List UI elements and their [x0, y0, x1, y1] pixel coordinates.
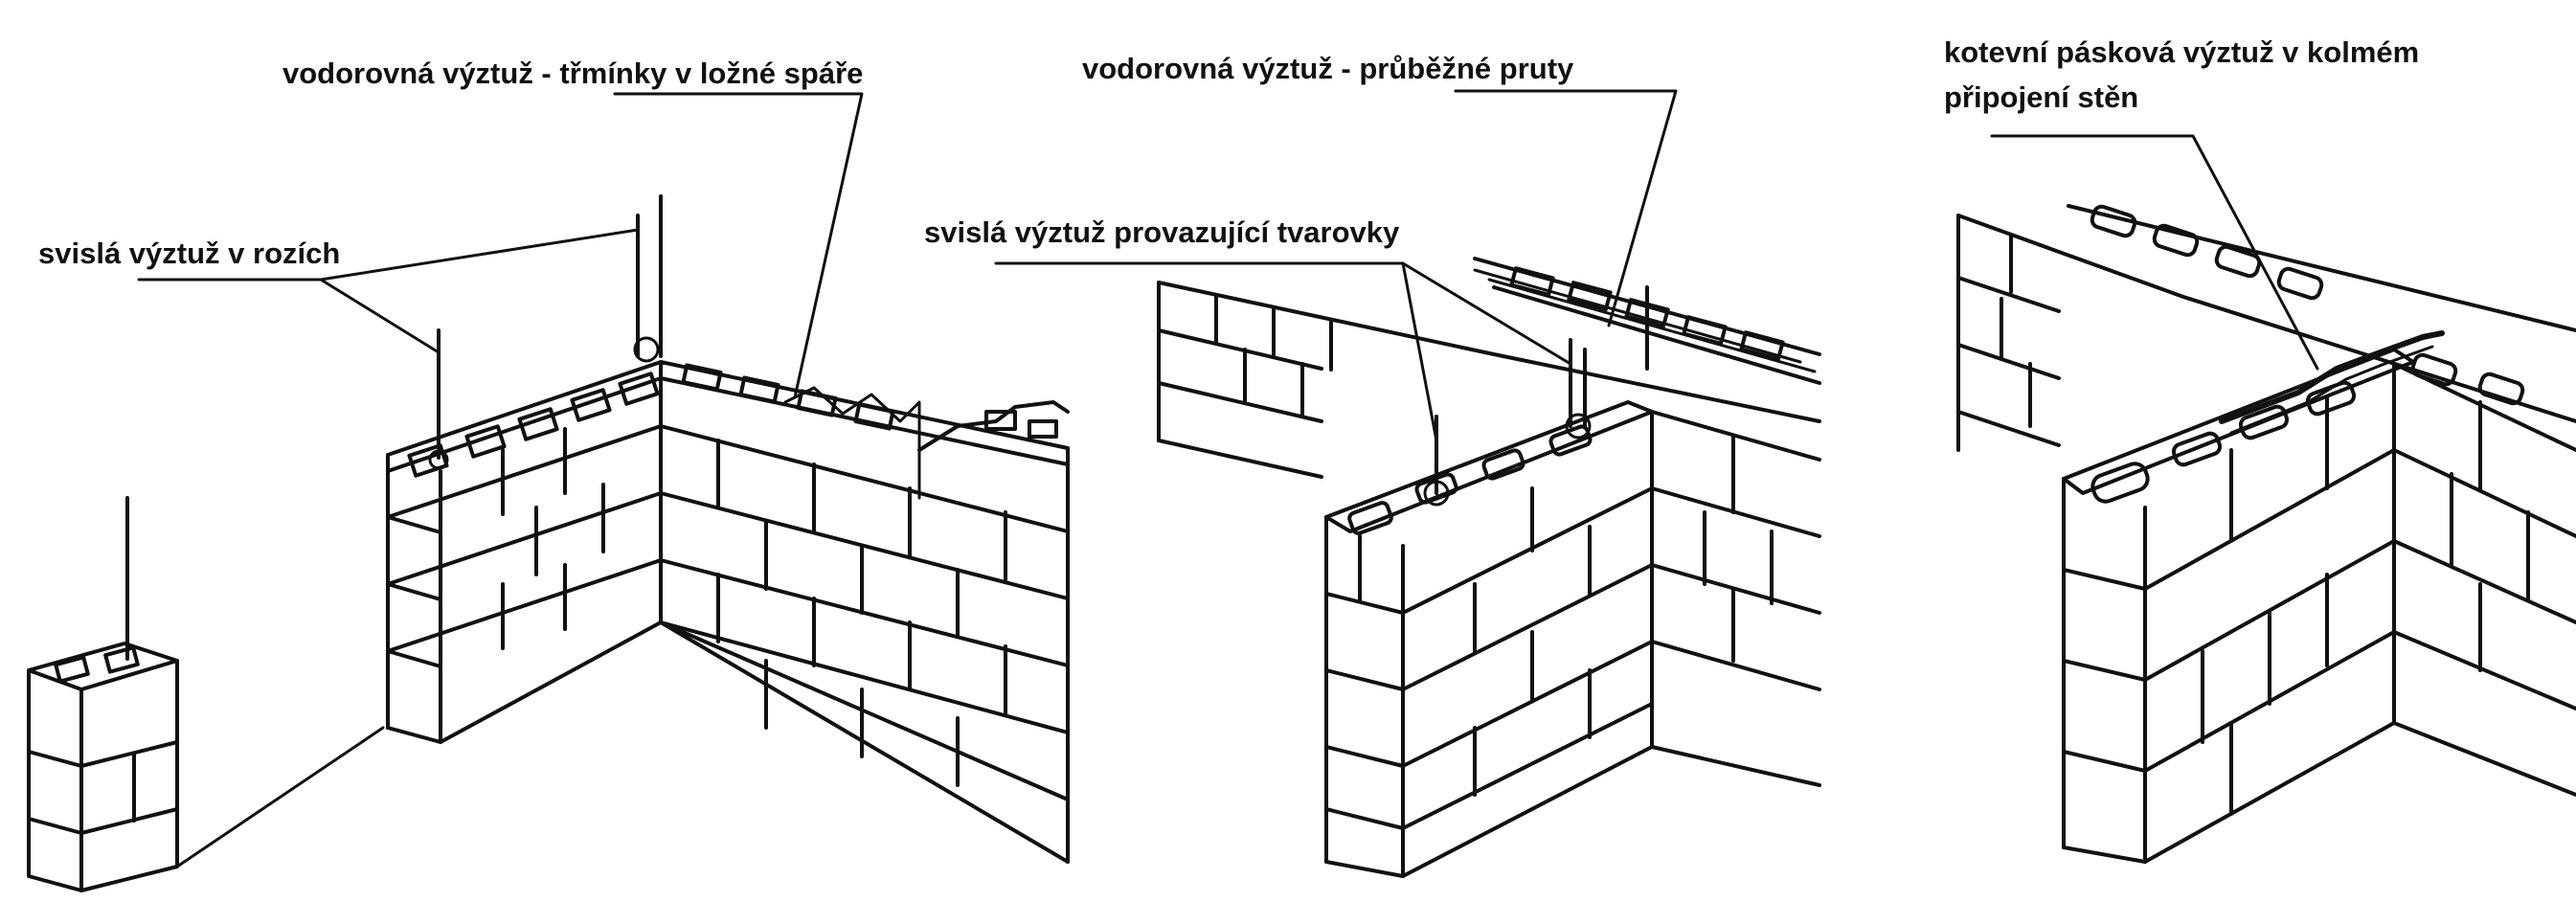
annotation-labels: svislá výztuž v rozích vodorovná výztuž …: [38, 35, 2419, 270]
label-horizontal-stirrups: vodorovná výztuž - třmínky v ložné spáře: [282, 56, 863, 90]
label-anchor-strip-line1: kotevní pásková výztuž v kolmém: [1944, 35, 2419, 69]
leader-lines: [137, 89, 2319, 442]
label-vertical-corners: svislá výztuž v rozích: [38, 237, 340, 270]
t-junction-anchor-strip-drawing: [1956, 204, 2576, 864]
single-block-drawing: [27, 496, 385, 892]
label-vertical-linking: svislá výztuž provazující tvarovky: [924, 215, 1400, 249]
label-horizontal-bars: vodorovná výztuž - průběžné pruty: [1082, 52, 1574, 85]
t-junction-through-bars-drawing: [1157, 257, 1821, 878]
label-anchor-strip-line2: připojení stěn: [1944, 80, 2138, 114]
l-corner-wall-drawing: [386, 194, 1070, 864]
